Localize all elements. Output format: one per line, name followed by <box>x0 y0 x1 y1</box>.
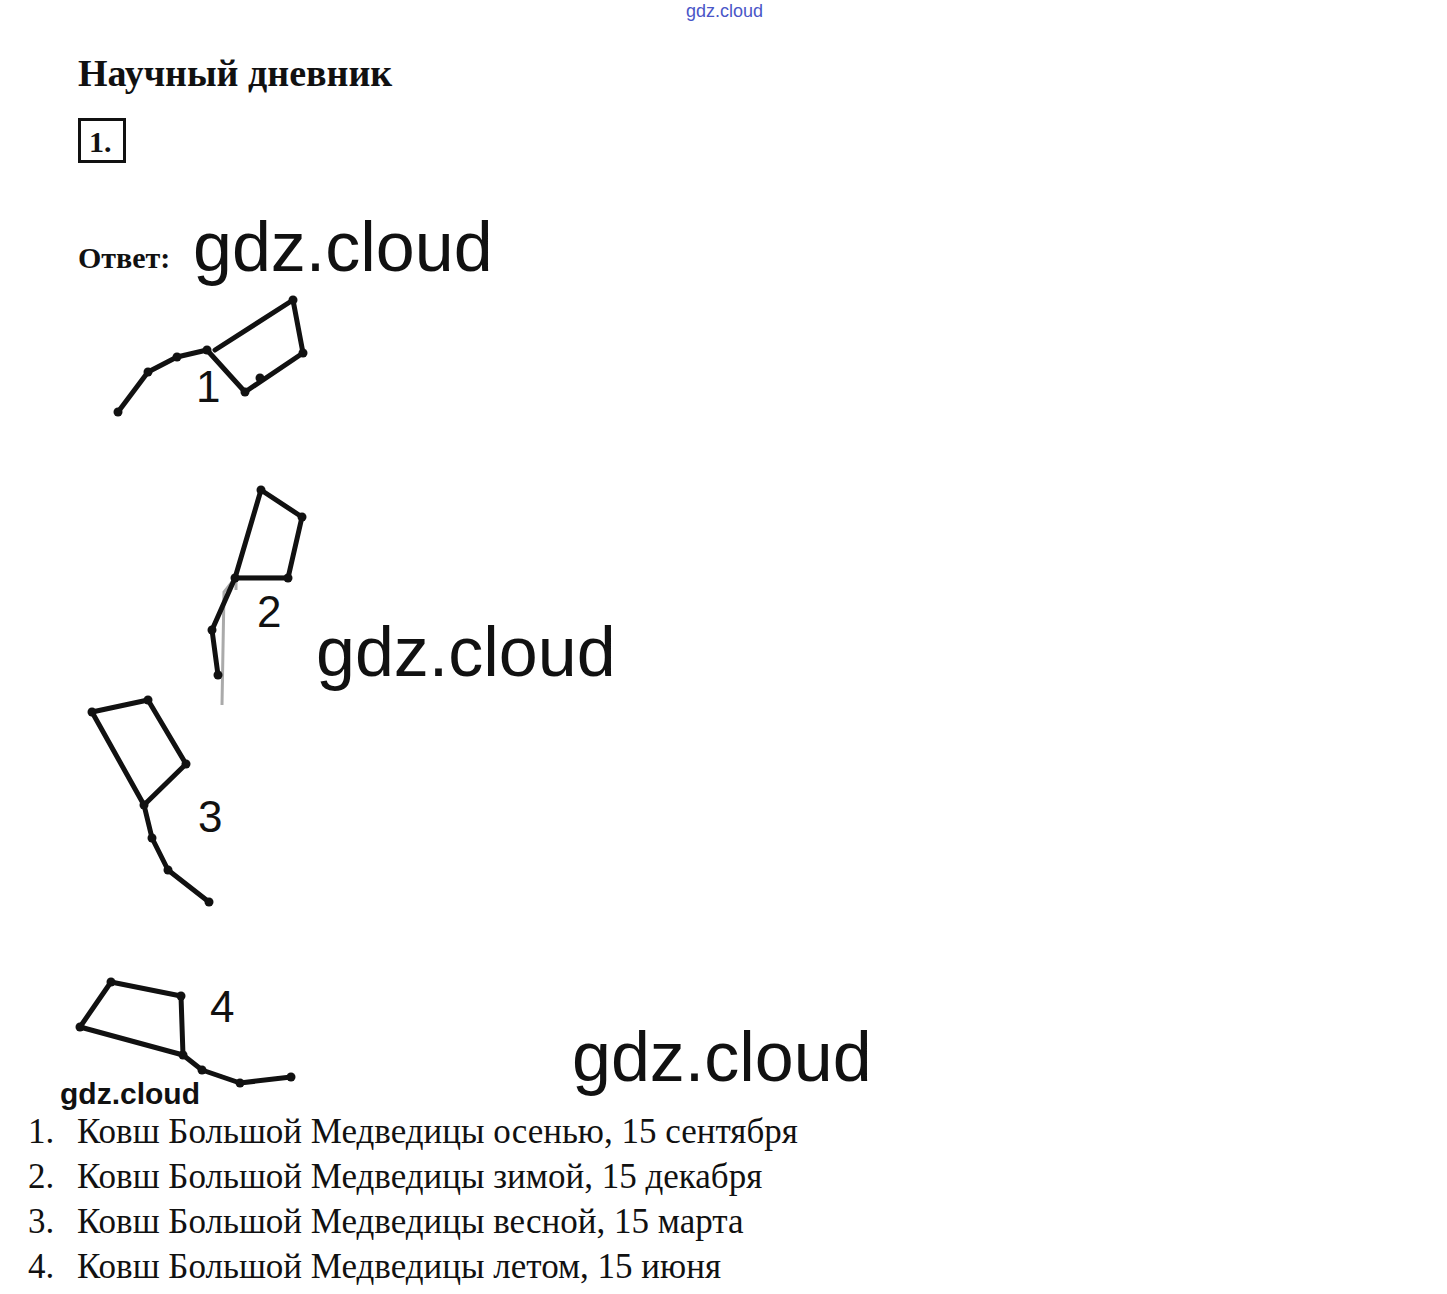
list-marker: 4. <box>28 1249 54 1284</box>
list-marker: 2. <box>28 1159 54 1194</box>
list-item: Ковш Большой Медведицы летом, 15 июня <box>77 1249 721 1284</box>
task-number: 1. <box>89 127 115 157</box>
watermark: gdz.cloud <box>686 2 763 20</box>
figure-number: 2 <box>257 590 281 634</box>
task-number-box: 1. <box>78 118 126 163</box>
figure-number: 3 <box>198 795 222 839</box>
watermark: gdz.cloud <box>572 1022 872 1092</box>
watermark: gdz.cloud <box>316 617 616 687</box>
list-item: Ковш Большой Медведицы зимой, 15 декабря <box>77 1159 762 1194</box>
page-title: Научный дневник <box>78 54 392 92</box>
figure-number: 4 <box>210 985 234 1029</box>
list-marker: 1. <box>28 1114 54 1149</box>
faint-logo <box>222 577 290 705</box>
answer-label: Ответ: <box>78 243 170 273</box>
figure-number: 1 <box>196 365 220 409</box>
watermark: gdz.cloud <box>60 1079 200 1109</box>
list-marker: 3. <box>28 1204 54 1239</box>
dipper-lines <box>80 300 303 1083</box>
list-item: Ковш Большой Медведицы весной, 15 марта <box>77 1204 744 1239</box>
list-item: Ковш Большой Медведицы осенью, 15 сентяб… <box>77 1114 798 1149</box>
watermark: gdz.cloud <box>193 212 493 282</box>
star-dots <box>76 296 308 1088</box>
